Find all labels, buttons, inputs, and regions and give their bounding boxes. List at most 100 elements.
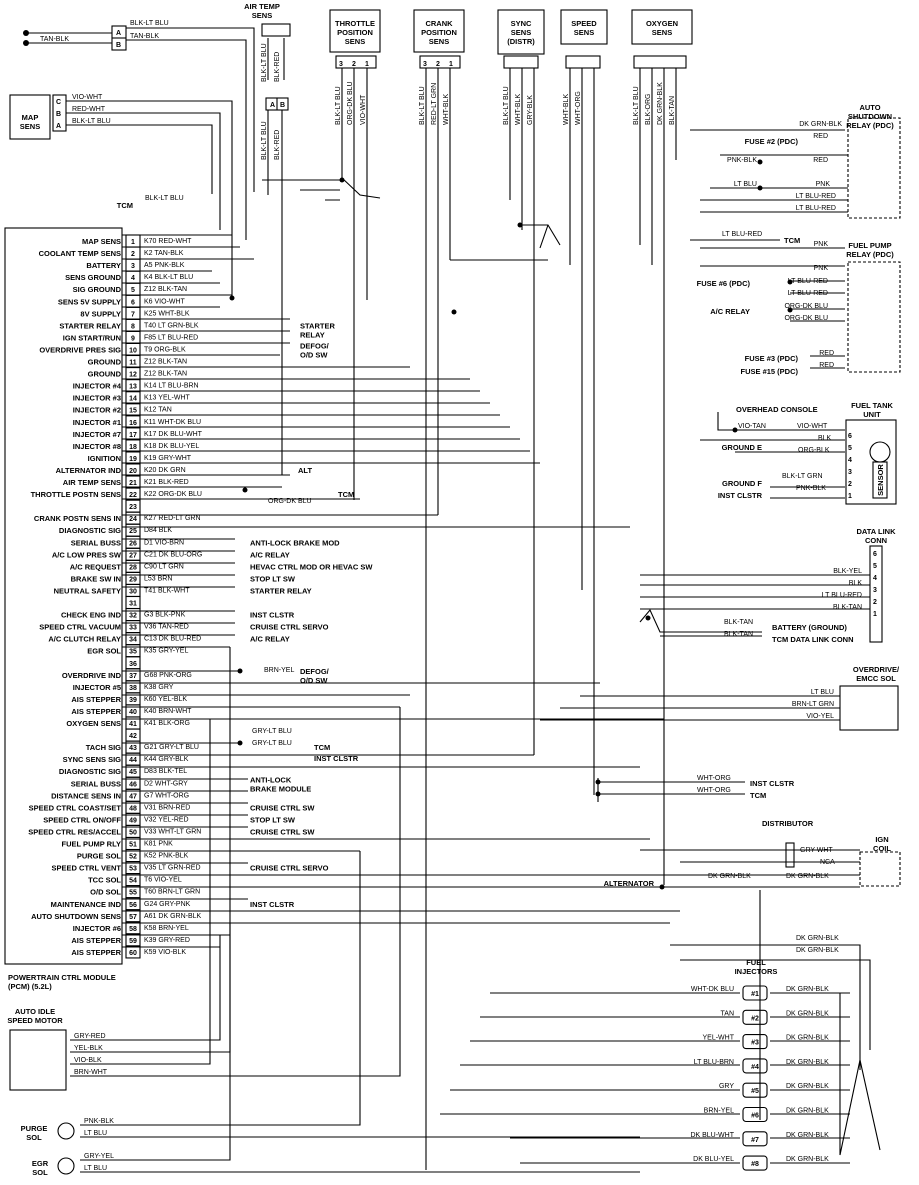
pcm-pin-label: NEUTRAL SAFETY <box>54 586 121 595</box>
wire-label: VIO-WHT <box>72 94 103 101</box>
pcm-pin-number: 35 <box>129 649 137 656</box>
fuse-15-label: FUSE #15 (PDC) <box>740 367 798 376</box>
pcm-pin-wire: V33 WHT-LT GRN <box>144 828 201 835</box>
pcm-pin-wire: A5 PNK-BLK <box>144 262 185 269</box>
wire-label: WHT-ORG <box>697 775 731 782</box>
pcm-pin-label: OVERDRIVE PRES SIG <box>39 345 121 354</box>
pcm-pin-wire: Z12 BLK-TAN <box>144 359 187 366</box>
pcm-pin-label: INJECTOR #6 <box>73 924 121 933</box>
injector-number: #1 <box>751 991 759 998</box>
pcm-pin-number: 26 <box>129 540 137 547</box>
pcm-pin-label: ALTERNATOR IND <box>56 466 122 475</box>
pcm-pin-label: PURGE SOL <box>77 852 122 861</box>
pcm-pin-label: SENS GROUND <box>65 273 121 282</box>
pcm-pin-label: COOLANT TEMP SENS <box>39 249 121 258</box>
pcm-pin-wire: K13 YEL-WHT <box>144 395 190 402</box>
pcm-destination-label: DEFOG/O/D SW <box>300 667 330 685</box>
pcm-pin-label: TACH SIG <box>86 743 121 752</box>
pcm-pin-number: 37 <box>129 673 137 680</box>
pcm-pin-label: MAP SENS <box>82 237 121 246</box>
pcm-destination-label: CRUISE CTRL SW <box>250 827 315 836</box>
wire-label: LT BLU <box>811 689 834 696</box>
wire-label: VIO-TAN <box>738 423 766 430</box>
wire-label: BLK-YEL <box>833 568 862 575</box>
pcm-pin-wire: G7 WHT-ORG <box>144 792 189 799</box>
wire-label: BLK-LT BLU <box>503 86 510 125</box>
pcm-pin-label: THROTTLE POSTN SENS <box>31 490 121 499</box>
battery-ground-label: BATTERY (GROUND) <box>772 623 847 632</box>
connector-pin: 6 <box>873 551 877 558</box>
wire-label: LT BLU <box>84 1165 107 1172</box>
pcm-pin-label: GROUND <box>88 370 122 379</box>
pcm-pin-label: STARTER RELAY <box>59 321 121 330</box>
pcm-pin-wire: K25 WHT-BLK <box>144 310 190 317</box>
wire-label: RED <box>819 350 834 357</box>
pcm-pin-number: 50 <box>129 829 137 836</box>
pcm-pin-wire: T41 BLK-WHT <box>144 587 190 594</box>
wire-label: PNK <box>816 181 831 188</box>
pcm-pin-number: 1 <box>131 239 135 246</box>
pcm-pin-wire: K60 YEL-BLK <box>144 696 187 703</box>
pcm-pin-number: 27 <box>129 552 137 559</box>
pcm-pin-number: 31 <box>129 601 137 608</box>
wire-label: DK GRN-BLK <box>786 873 829 880</box>
pcm-pin-number: 39 <box>129 697 137 704</box>
pcm-pin-wire: K58 BRN-YEL <box>144 925 189 932</box>
pcm-pin-wire: K27 RED-LT GRN <box>144 515 201 522</box>
connector-pin: C <box>56 99 61 106</box>
pcm-pin-wire: G68 PNK-ORG <box>144 672 192 679</box>
pcm-pin-number: 60 <box>129 950 137 957</box>
pcm-pin-wire: V32 YEL-RED <box>144 816 189 823</box>
pcm-pin-wire: V36 TAN-RED <box>144 624 189 631</box>
pcm-destination-label: A/C RELAY <box>250 635 290 644</box>
pcm-pin-number: 58 <box>129 926 137 933</box>
inst-clstr-tank-label: INST CLSTR <box>718 491 763 500</box>
pcm-pin-wire: K70 RED-WHT <box>144 238 192 245</box>
wire-label: BLK-TAN <box>724 631 753 638</box>
wire-label: NCA <box>820 859 835 866</box>
injector-wire-right: DK GRN-BLK <box>786 1108 829 1115</box>
injector-wire-left: GRY <box>719 1083 734 1090</box>
pcm-pin-label: SPEED CTRL ON/OFF <box>43 815 121 824</box>
injector-wire-right: DK GRN-BLK <box>786 1156 829 1163</box>
connector-pin: 2 <box>873 599 877 606</box>
connector-pin: 1 <box>873 611 877 618</box>
wire-label: BRN-LT GRN <box>792 701 834 708</box>
injector-number: #7 <box>751 1137 759 1144</box>
pcm-pin-wire: K20 DK GRN <box>144 467 186 474</box>
pcm-pin-wire: Z12 BLK-TAN <box>144 371 187 378</box>
injector-number: #3 <box>751 1040 759 1047</box>
injector-box <box>742 1034 768 1050</box>
wire-label: BLK-LT BLU <box>633 86 640 125</box>
pcm-pin-label: AIS STEPPER <box>71 948 121 957</box>
component-boxes <box>4 9 901 1175</box>
wire-label: VIO-WHT <box>360 94 367 125</box>
wire-label: DK GRN-BLK <box>796 947 839 954</box>
pcm-pin-label: SERIAL BUSS <box>71 538 121 547</box>
wire-label: RED <box>819 362 834 369</box>
wire-label: BLK-TAN <box>724 619 753 626</box>
wire-labels: BLK-LT BLU TAN-BLK TAN-BLK A B C B A VIO… <box>40 20 877 1172</box>
pcm-pin-label: DIAGNOSTIC SIG <box>59 526 121 535</box>
pcm-pin-number: 12 <box>129 372 137 379</box>
wire-label: ORG-DK BLU <box>347 81 354 125</box>
pcm-pin-wire: C13 DK BLU-RED <box>144 636 201 643</box>
junction-dots <box>229 159 793 890</box>
pcm-pin-number: 22 <box>129 492 137 499</box>
pcm-pin-number: 51 <box>129 842 137 849</box>
pcm-pin-label: SPEED CTRL VACUUM <box>39 623 121 632</box>
pcm-pin-wire: K6 VIO-WHT <box>144 298 186 305</box>
fuse-3-label: FUSE #3 (PDC) <box>745 354 799 363</box>
wire-label: BLK-RED <box>274 130 281 160</box>
wire-label: GRY-WHT <box>800 847 833 854</box>
connector-pin: 3 <box>848 469 852 476</box>
pcm-pin-label: CHECK ENG IND <box>61 611 122 620</box>
overhead-console-label: OVERHEAD CONSOLE <box>736 405 818 414</box>
connector-pin: 4 <box>848 457 852 464</box>
